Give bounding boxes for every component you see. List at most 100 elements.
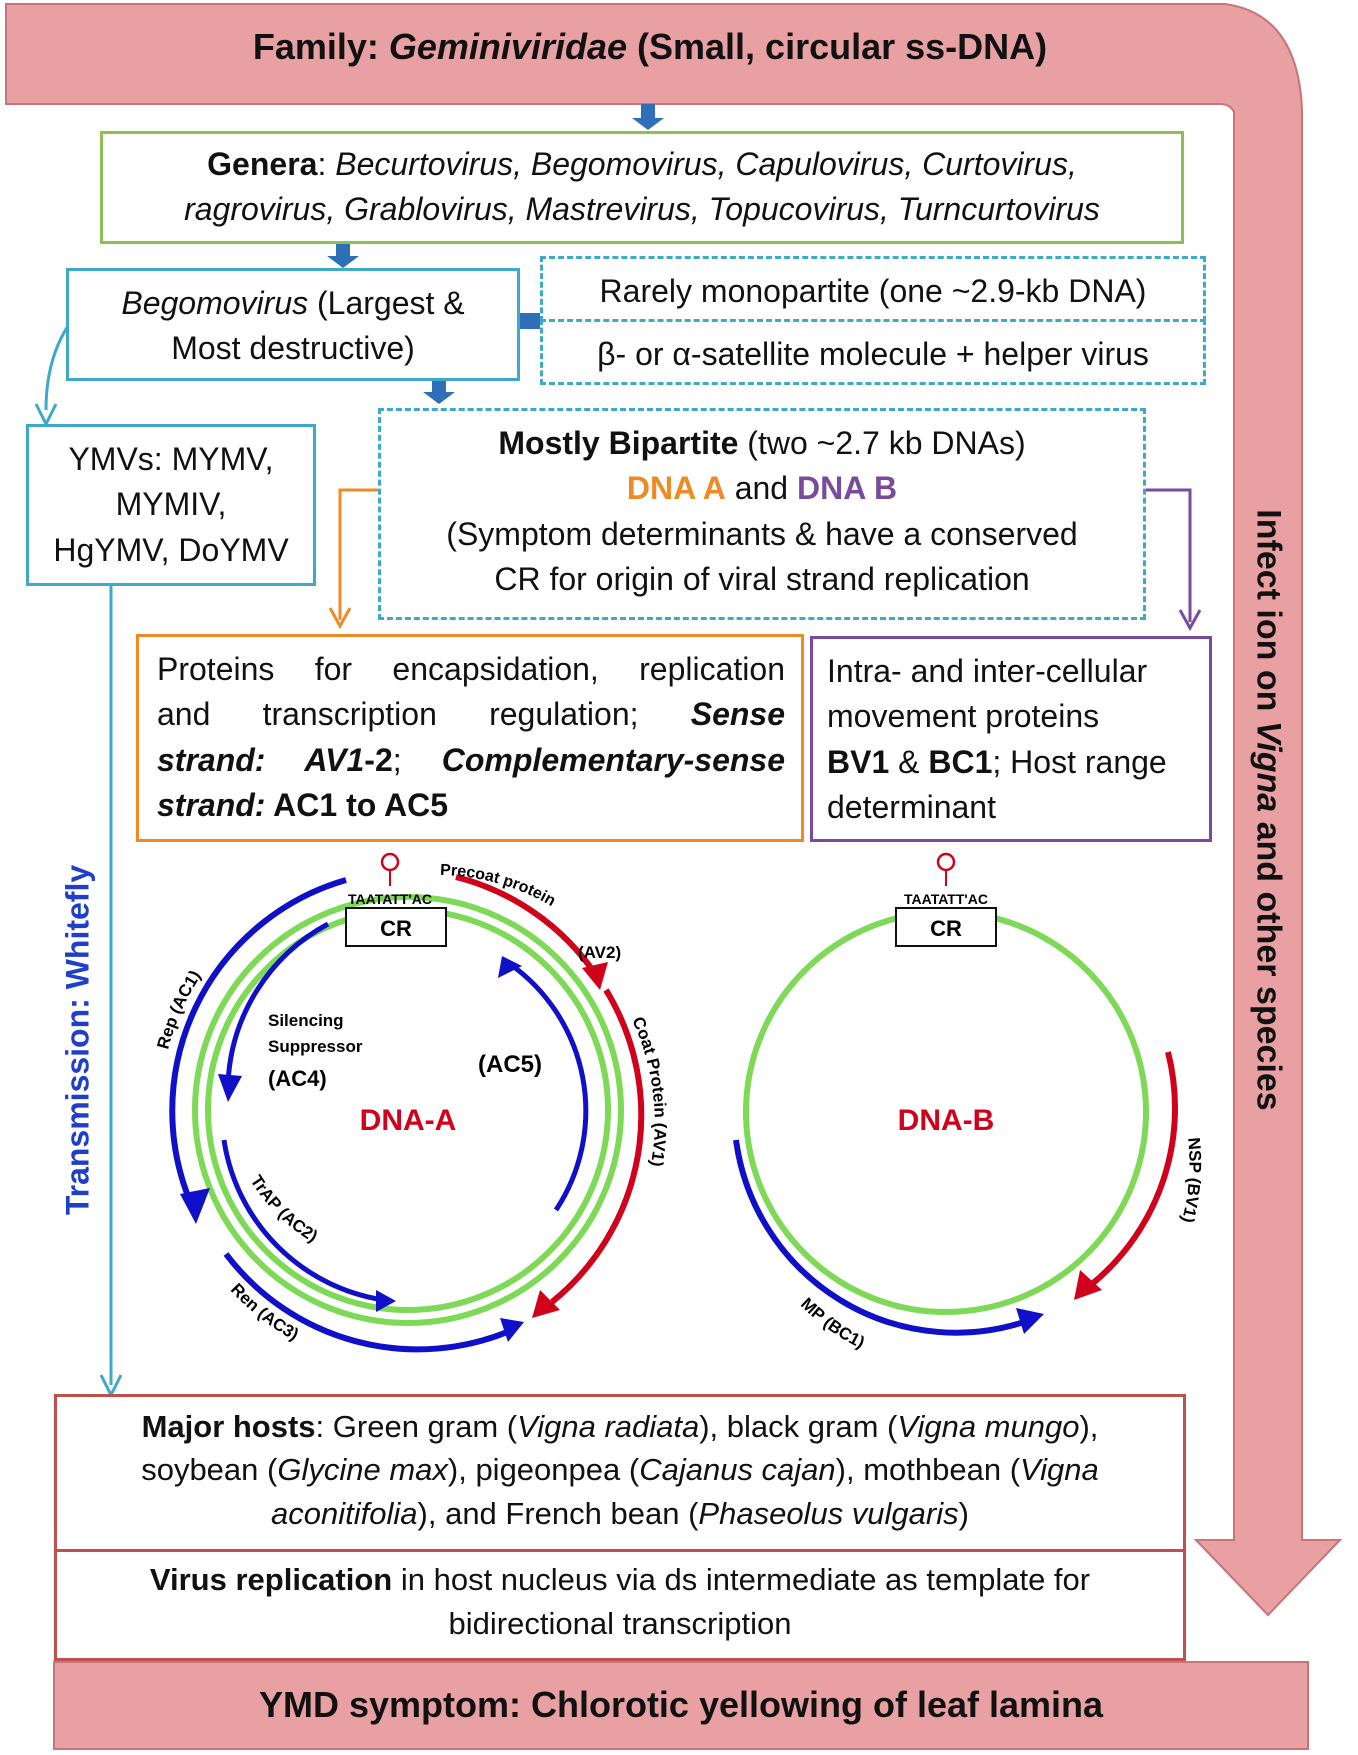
dna-a-sense: Sense [690, 696, 786, 733]
ren-ac3-arrowhead [500, 1318, 524, 1342]
rep-ac1-arc [169, 877, 347, 1208]
footer-band [53, 1661, 1309, 1750]
nsp-bv1-arrowhead [1074, 1270, 1102, 1300]
family-name: Geminiviridae [388, 26, 627, 67]
arrow-begomo-to-ymv [44, 325, 70, 411]
begomovirus-name: Begomovirus [121, 285, 309, 321]
host-vigna-mungo: Vigna mungo [897, 1409, 1080, 1444]
arrow-begomo-to-bipartite [423, 380, 455, 404]
dna-b-diagram: CR TAATATT'AC DNA-B NSP (BV1) MP (BC1) [733, 852, 1205, 1352]
host-cajanus-cajan: Cajanus cajan [639, 1452, 836, 1488]
replication-label: Virus replication [149, 1562, 393, 1597]
replication-rest: in host nucleus via ds intermediate as t… [392, 1562, 1091, 1597]
hosts-t1: : Green gram ( [315, 1409, 518, 1444]
genera-line2: ragrovirus, Grablovirus, Mastrevirus, To… [184, 191, 1100, 228]
bipartite-line4: CR for origin of viral strand replicatio… [494, 561, 1030, 598]
ymv-line2: MYMIV, [115, 486, 227, 523]
dna-b-line4: determinant [827, 789, 996, 826]
bipartite-title-rest: (two ~2.7 kb DNAs) [738, 425, 1026, 461]
dna-a-strand-av1: strand: AV1 [157, 741, 365, 778]
dna-a-complementary: Complementary-sense [441, 741, 785, 778]
begomovirus-line2: Most destructive) [171, 330, 415, 367]
replication-line2: bidirectional transcription [448, 1606, 792, 1642]
host-glycine-max: Glycine max [277, 1452, 448, 1488]
dna-b-center-label: DNA-B [898, 1104, 995, 1137]
dna-a-line1: Proteins for encapsidation, replication [157, 651, 785, 687]
and-label: and [725, 470, 797, 507]
arrow-genera-to-begomo [327, 244, 359, 268]
dna-b-cr-box [895, 907, 997, 947]
host-vigna-radiata: Vigna radiata [517, 1409, 700, 1444]
trap-ac2-arc [221, 1139, 385, 1303]
hosts-t7: ), and French bean ( [417, 1495, 699, 1531]
hosts-box: Major hosts: Green gram (Vigna radiata),… [54, 1394, 1186, 1552]
nsp-bv1-arc [1090, 1051, 1178, 1287]
hosts-t5: ), pigeonpea ( [447, 1452, 640, 1488]
begomovirus-box: Begomovirus (Largest & Most destructive) [66, 268, 520, 381]
ac5-arrowhead [498, 956, 522, 978]
dna-b-cr-label: CR [930, 916, 962, 941]
satellite-box: β- or α-satellite molecule + helper viru… [540, 319, 1206, 385]
dna-a-loop-icon [380, 852, 400, 872]
mp-label: MP (BC1) [797, 1294, 868, 1352]
hosts-label: Major hosts [141, 1409, 316, 1444]
satellite-line: β- or α-satellite molecule + helper viru… [597, 336, 1149, 372]
host-vigna: Vigna [1020, 1452, 1099, 1488]
family-title: Family: Geminiviridae (Small, circular s… [0, 26, 1300, 68]
host-phaseolus-vulgaris: Phaseolus vulgaris [698, 1495, 959, 1531]
ymv-box: YMVs: MYMV, MYMIV, HgYMV, DoYMV [26, 424, 316, 586]
hosts-t8: ) [958, 1495, 969, 1531]
dna-a-box: Proteins for encapsidation, replication … [136, 634, 804, 842]
dna-b-bc1: BC1 [928, 743, 993, 780]
host-aconitifolia: aconitifolia [271, 1495, 418, 1531]
genera-line1: Becurtovirus, Begomovirus, Capulovirus, … [335, 146, 1077, 182]
dna-a-cr-box [345, 907, 447, 947]
ren-ac3-arc [223, 1252, 514, 1353]
ac5-arc [508, 961, 589, 1212]
bipartite-line3: (Symptom determinants & have a conserved [446, 515, 1078, 552]
dna-a-center-label: DNA-A [360, 1104, 457, 1137]
coat-protein-label: Coat Protein (AV1) [628, 1014, 669, 1168]
dna-a-cr-label: CR [380, 916, 412, 941]
genera-label: Genera [207, 146, 318, 182]
ymv-line3: HgYMV, DoYMV [53, 531, 289, 568]
trap-ac2-arrowhead [376, 1290, 396, 1312]
monopartite-box: Rarely monopartite (one ~2.9-kb DNA) [540, 256, 1206, 322]
begomovirus-rest: (Largest & [308, 285, 465, 321]
replication-box: Virus replication in host nucleus via ds… [54, 1549, 1186, 1661]
av2-label: (AV2) [578, 943, 621, 962]
ac4-label: (AC4) [268, 1066, 327, 1091]
dna-a-seq-label: TAATATT'AC [348, 891, 432, 907]
dna-b-line1: Intra- and inter-cellular [827, 653, 1148, 689]
dna-b-host-range: ; Host range [992, 743, 1167, 780]
hosts-t4: soybean ( [141, 1452, 278, 1488]
av1-arc [550, 988, 645, 1305]
dna-a-diagram: CR TAATATT'AC DNA-A Precoat protein (AV2… [153, 852, 670, 1353]
dna-a-av2: -2 [364, 741, 393, 778]
rep-ac1-arrowhead [180, 1188, 210, 1224]
footer-title: YMD symptom: Chlorotic yellowing of leaf… [258, 1684, 1104, 1725]
av2-arrowhead [582, 962, 608, 990]
dna-b-line2: movement proteins [827, 698, 1100, 735]
dna-a-outer-circle [192, 894, 624, 1326]
trap-label: TrAP (AC2) [247, 1172, 321, 1246]
arrow-family-to-genera [632, 104, 664, 130]
mp-bc1-arrowhead [1016, 1308, 1044, 1334]
mp-bc1-arc [733, 1139, 1031, 1336]
dna-b-box: Intra- and inter-cellular movement prote… [810, 636, 1212, 842]
hosts-t3: ), [1079, 1409, 1099, 1444]
dna-b-loop-icon [936, 852, 956, 872]
dna-b-amp: & [889, 743, 929, 780]
dna-a-sep: ; [392, 741, 442, 778]
ac4-arc [225, 921, 330, 1085]
suppressor-label: Suppressor [268, 1037, 363, 1056]
family-band [5, 3, 1343, 1617]
ac5-label: (AC5) [478, 1051, 542, 1078]
hosts-t2: ), black gram ( [699, 1409, 898, 1444]
dna-b-seq-label: TAATATT'AC [904, 891, 988, 907]
bipartite-title: Mostly Bipartite [498, 425, 739, 461]
silencing-label: Silencing [268, 1011, 344, 1030]
genera-box: Genera: Becurtovirus, Begomovirus, Capul… [100, 131, 1184, 244]
